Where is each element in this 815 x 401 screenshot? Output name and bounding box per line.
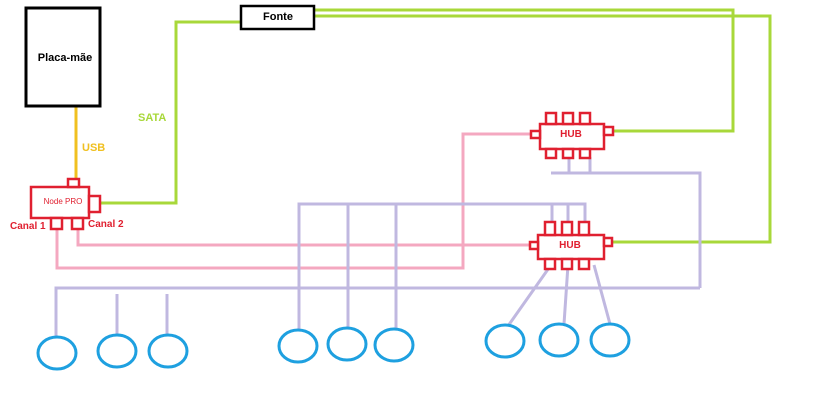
channel2-cable [76, 229, 537, 247]
hub2-device [528, 220, 614, 271]
fan-7 [484, 323, 526, 359]
fan-group-middle-cable [297, 202, 587, 330]
psu-box [239, 4, 316, 31]
channel1-label: Canal 1 [10, 221, 46, 232]
motherboard-box [24, 6, 102, 108]
sata-label: SATA [138, 112, 167, 124]
channel2-label: Canal 2 [88, 219, 124, 230]
fan-4 [277, 328, 319, 364]
hub1-label: HUB [560, 129, 582, 140]
fan-group-right-cable [506, 264, 612, 327]
fan-1 [36, 335, 78, 371]
usb-label: USB [82, 142, 106, 154]
hub1-power-cable [314, 8, 735, 133]
hub2-power-cable [314, 14, 772, 244]
motherboard-label: Placa-mãe [37, 52, 93, 64]
channel1-cable [55, 132, 537, 270]
sata-cable [100, 20, 240, 205]
fan-5 [326, 326, 368, 362]
hub2-label: HUB [559, 240, 581, 251]
hub1-device [529, 111, 615, 160]
fan-9 [589, 322, 631, 358]
node-pro-label: Node PRO [43, 197, 83, 206]
fan-8 [538, 322, 580, 358]
fan-2 [96, 333, 138, 369]
fan-group-left-cable [54, 157, 702, 338]
fan-6 [373, 327, 415, 363]
psu-label: Fonte [263, 11, 293, 23]
fan-3 [147, 333, 189, 369]
node-pro-device [29, 177, 102, 231]
